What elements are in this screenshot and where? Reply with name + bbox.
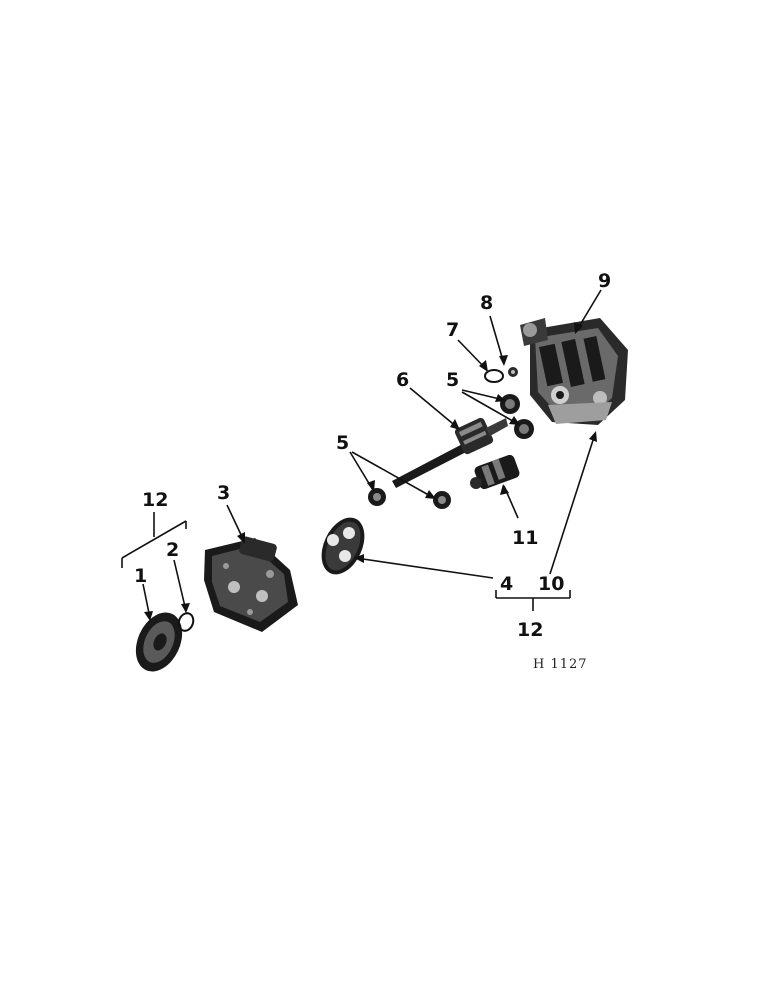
arrow-5u-a [495,394,506,402]
part-7-oring [484,369,504,383]
arrow-6 [450,419,460,430]
callout-10: 10 [538,573,564,595]
arrow-5l-b [425,490,436,499]
callout-6: 6 [396,369,409,391]
part-2-oring [177,612,195,632]
part-9-pump-body [520,318,628,425]
callout-1: 1 [134,565,147,587]
leader-6 [409,387,459,429]
arrow-4 [354,554,364,563]
arrow-3 [237,532,245,544]
arrow-11 [500,484,509,495]
arrowheads [144,322,597,621]
leader-4 [355,557,494,579]
callout-2: 2 [166,539,179,561]
callout-7: 7 [446,319,459,341]
figure-code: H 1127 [533,657,588,672]
arrow-9 [574,322,583,334]
leader-5-lower-b [351,451,435,499]
callout-12-left: 12 [142,489,168,511]
callout-numbers: 8 7 9 5 6 5 11 3 4 10 12 12 1 2 [134,270,611,641]
bracket-left-12 [121,512,187,568]
callout-5-lower: 5 [336,432,349,454]
leader-2 [173,559,187,612]
arrow-2 [181,603,190,613]
callout-5-upper: 5 [446,369,459,391]
arrow-8 [499,355,508,366]
part-4-gasket [321,517,365,575]
arrow-1 [144,611,153,621]
arrow-7 [479,360,488,372]
callout-4: 4 [500,573,513,595]
leader-10 [549,433,596,575]
bracket-right-12 [495,590,571,611]
callout-8: 8 [480,292,493,314]
callout-11: 11 [512,527,538,549]
part-6-drive-shaft [392,417,508,488]
part-8-small-fitting [508,367,518,377]
part-11-idler-gear [470,454,520,490]
leader-9 [576,289,602,331]
leader-5-upper-b [461,391,519,425]
part-3-pump-cover [204,536,298,632]
part-1-seal [135,612,183,672]
arrow-5u-b [509,416,520,425]
arrow-5l-a [367,480,375,492]
callout-3: 3 [217,482,230,504]
part-5-lower-bushings [368,488,451,509]
callout-12-right: 12 [517,619,543,641]
callout-9: 9 [598,270,611,292]
arrow-10 [589,431,597,442]
